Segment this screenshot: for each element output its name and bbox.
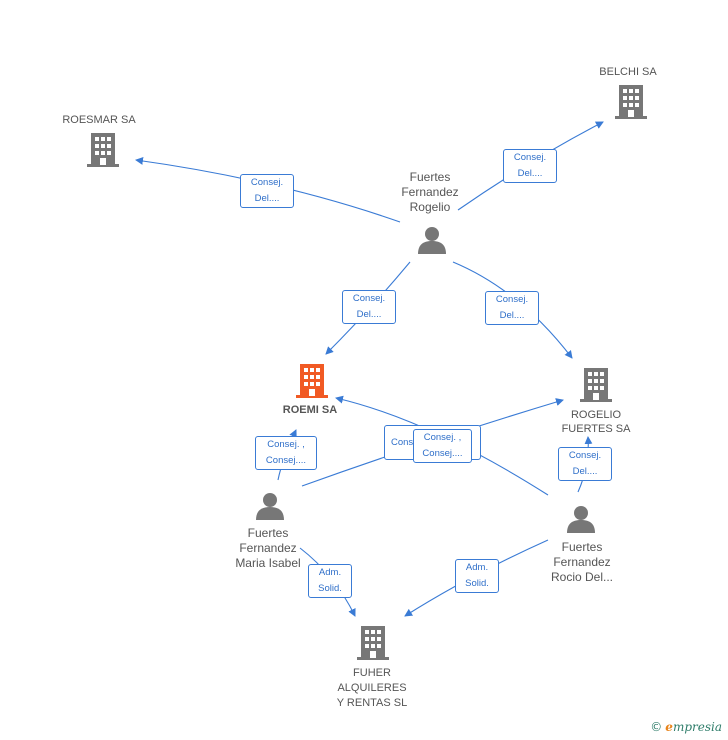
person-name-line3: Maria Isabel [235, 556, 301, 570]
edge-role-line2: Del.... [517, 168, 543, 179]
edge-role-line1: Adm. [318, 567, 342, 578]
edge-label-rocio-rogeliofsa[interactable]: Consej. Del.... [558, 447, 612, 481]
person-name-line1: Fuertes [561, 540, 603, 554]
edge-role-line2: Solid. [318, 583, 342, 594]
person-name-line1: Fuertes [409, 170, 451, 184]
empresia-logo: ©empresia [650, 720, 722, 734]
person-name-line3: Rocio Del... [550, 570, 614, 584]
building-icon-roemi[interactable] [296, 364, 328, 398]
company-name-line2: FUERTES SA [561, 423, 631, 435]
company-label-roemi[interactable]: ROEMI SA [272, 403, 348, 417]
company-name: ROESMAR SA [62, 114, 136, 126]
edge-label-rocio-roemi[interactable]: Consej. , Consej.... [413, 429, 472, 463]
edge-role-line2: Solid. [465, 578, 489, 589]
edge-role-line1: Consej. [495, 294, 529, 305]
person-label-maria-isabel[interactable]: Fuertes Fernandez Maria Isabel [220, 526, 316, 571]
edge-label-maria-fuher[interactable]: Adm. Solid. [308, 564, 352, 598]
edge-label-rocio-fuher[interactable]: Adm. Solid. [455, 559, 499, 593]
building-icon-belchi[interactable] [615, 85, 647, 119]
edge-role-line2: Del.... [572, 466, 598, 477]
person-label-rogelio[interactable]: Fuertes Fernandez Rogelio [384, 170, 476, 215]
edge-label-maria-roemi[interactable]: Consej. , Consej.... [255, 436, 317, 470]
edge-role-line2: Del.... [254, 193, 280, 204]
edge-role-line1: Consej. [568, 450, 602, 461]
person-icon-maria-isabel[interactable] [256, 493, 284, 520]
edge-role-line2: Consej.... [265, 455, 307, 466]
company-name-line2: ALQUILERES [337, 682, 407, 694]
person-name-line1: Fuertes [247, 526, 289, 540]
building-icon-rogelio-fuertes[interactable] [580, 368, 612, 402]
edge-role-line1: Consej. , [267, 439, 305, 450]
person-name-line2: Fernandez [401, 185, 459, 199]
company-name-line1: FUHER [353, 667, 391, 679]
edge-role-line2: Del.... [356, 309, 382, 320]
edge-role-line2: Consej.... [422, 448, 463, 459]
edge-label-rogelio-belchi[interactable]: Consej. Del.... [503, 149, 557, 183]
company-label-roesmar[interactable]: ROESMAR SA [56, 113, 142, 127]
person-icon-rocio[interactable] [567, 506, 595, 533]
company-label-rogelio-fuertes[interactable]: ROGELIO FUERTES SA [548, 408, 644, 436]
edge-role-line1: Consej.... [391, 437, 432, 448]
person-label-rocio[interactable]: Fuertes Fernandez Rocio Del... [534, 540, 630, 585]
person-icon-rogelio[interactable] [418, 227, 446, 254]
edge-label-rogelio-roemi[interactable]: Consej. Del.... [342, 290, 396, 324]
company-name-line3: Y RENTAS SL [336, 697, 408, 709]
person-name-line2: Fernandez [553, 555, 611, 569]
brand-initial: e [665, 720, 673, 734]
edge-role-line1: Consej. [352, 293, 386, 304]
edge-role-line1: Adm. [465, 562, 489, 573]
company-name: ROEMI SA [282, 404, 338, 416]
building-icon-fuher[interactable] [357, 626, 389, 660]
person-name-line3: Rogelio [409, 200, 451, 214]
brand-name: mpresia [672, 720, 722, 734]
edge-label-rogelio-rogeliofsa[interactable]: Consej. Del.... [485, 291, 539, 325]
company-label-fuher[interactable]: FUHER ALQUILERES Y RENTAS SL [322, 666, 422, 711]
company-name: BELCHI SA [599, 66, 657, 78]
edge-role-line1: Consej. [513, 152, 547, 163]
edge-role-line2: Del.... [499, 310, 525, 321]
building-icon-roesmar[interactable] [87, 133, 119, 167]
company-name-line1: ROGELIO [570, 409, 622, 421]
copyright-symbol: © [650, 720, 663, 734]
edge-label-rogelio-roesmar[interactable]: Consej. Del.... [240, 174, 294, 208]
company-label-belchi[interactable]: BELCHI SA [588, 65, 668, 79]
person-name-line2: Fernandez [239, 541, 297, 555]
edge-role-line1: Consej. [250, 177, 284, 188]
edge-role-line1: Consej. , [423, 432, 462, 443]
